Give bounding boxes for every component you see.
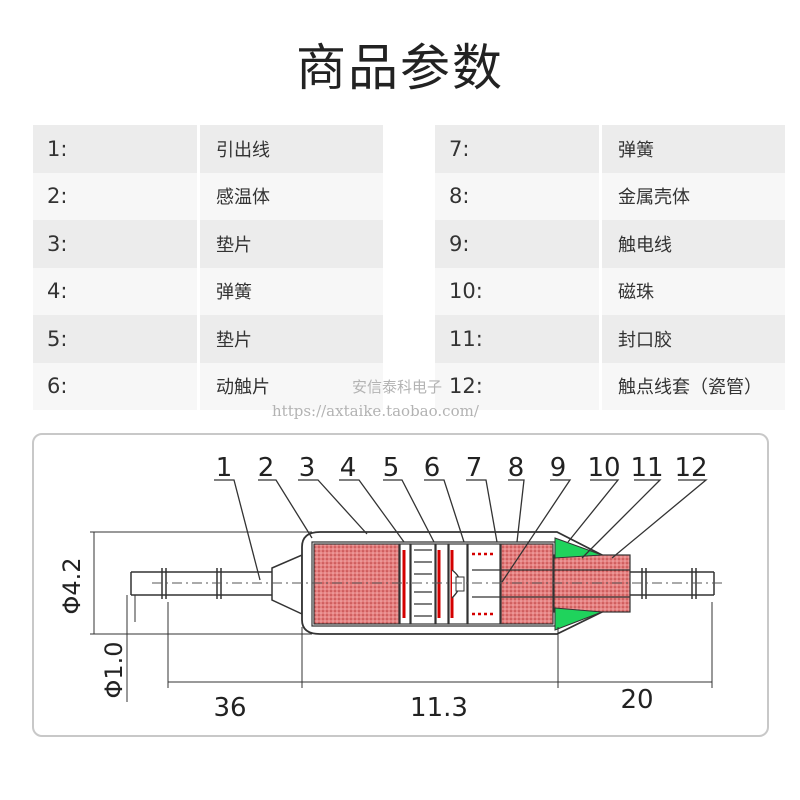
part-label-2: 2	[258, 453, 275, 483]
param-row: 8: 金属壳体	[435, 172, 785, 220]
param-number: 3:	[33, 220, 197, 268]
sealant-bottom	[554, 607, 603, 631]
param-number: 4:	[33, 267, 197, 315]
param-row: 12: 触点线套（瓷管）	[435, 362, 785, 410]
param-row: 3: 垫片	[33, 220, 383, 268]
part-label-5: 5	[383, 453, 400, 483]
param-number: 8:	[435, 172, 599, 220]
part-label-1: 1	[216, 453, 233, 483]
param-row: 9: 触电线	[435, 220, 785, 268]
leader-lines	[214, 479, 708, 583]
param-number: 6:	[33, 362, 197, 410]
param-name: 动触片	[200, 362, 383, 410]
param-row: 10: 磁珠	[435, 267, 785, 315]
param-name: 触点线套（瓷管）	[602, 362, 785, 410]
part-label-8: 8	[508, 453, 525, 483]
page-title: 商品参数	[296, 39, 504, 97]
part-label-10: 10	[587, 453, 620, 483]
crimp-end	[271, 553, 303, 616]
param-name: 封口胶	[602, 315, 785, 363]
params-table-right: 7: 弹簧 8: 金属壳体 9: 触电线 10: 磁珠 11: 封口胶 12: …	[435, 125, 785, 410]
part-label-12: 12	[674, 453, 707, 483]
part-label-7: 7	[466, 453, 483, 483]
param-number: 1:	[33, 125, 197, 173]
param-name: 弹簧	[200, 267, 383, 315]
dim-outer-diameter: Φ4.2	[58, 557, 86, 614]
shop-url-watermark: https://axtaike.taobao.com/	[272, 402, 479, 420]
param-name: 感温体	[200, 172, 383, 220]
part-label-6: 6	[424, 453, 441, 483]
spring-assembly	[399, 543, 501, 625]
param-number: 9:	[435, 220, 599, 268]
param-number: 11:	[435, 315, 599, 363]
param-name: 磁珠	[602, 267, 785, 315]
dim-body-length: 11.3	[410, 693, 468, 723]
param-row: 2: 感温体	[33, 172, 383, 220]
param-row: 5: 垫片	[33, 315, 383, 363]
param-number: 7:	[435, 125, 599, 173]
param-row: 11: 封口胶	[435, 315, 785, 363]
param-name: 弹簧	[602, 125, 785, 173]
param-row: 1: 引出线	[33, 125, 383, 173]
part-label-3: 3	[299, 453, 316, 483]
part-number-labels: 1 2 3 4 5 6 7 8 9 10 11 12	[216, 453, 708, 483]
param-name: 垫片	[200, 220, 383, 268]
magnetic-bead	[500, 543, 554, 625]
params-table-left: 1: 引出线 2: 感温体 3: 垫片 4: 弹簧 5: 垫片 6: 动触片	[33, 125, 383, 410]
part-label-4: 4	[340, 453, 357, 483]
param-number: 5:	[33, 315, 197, 363]
part-label-11: 11	[630, 453, 663, 483]
param-row: 6: 动触片	[33, 362, 383, 410]
shop-watermark: 安信泰科电子	[352, 378, 443, 396]
param-row: 7: 弹簧	[435, 125, 785, 173]
part-label-9: 9	[550, 453, 567, 483]
param-name: 垫片	[200, 315, 383, 363]
contact-wire	[472, 569, 630, 598]
param-number: 12:	[435, 362, 599, 410]
dimension-lines	[90, 531, 713, 702]
fuse-cross-section-diagram: 1 2 3 4 5 6 7 8 9 10 11 12 Φ4.2 Φ1	[32, 433, 769, 737]
param-number: 10:	[435, 267, 599, 315]
dim-wire-diameter: Φ1.0	[100, 641, 128, 698]
param-name: 引出线	[200, 125, 383, 173]
param-name: 金属壳体	[602, 172, 785, 220]
param-name: 触电线	[602, 220, 785, 268]
sealant-top	[554, 537, 603, 559]
dim-lead-right: 20	[620, 685, 653, 715]
param-number: 2:	[33, 172, 197, 220]
param-row: 4: 弹簧	[33, 267, 383, 315]
thermal-pellet	[313, 543, 400, 625]
dim-lead-left: 36	[213, 693, 246, 723]
